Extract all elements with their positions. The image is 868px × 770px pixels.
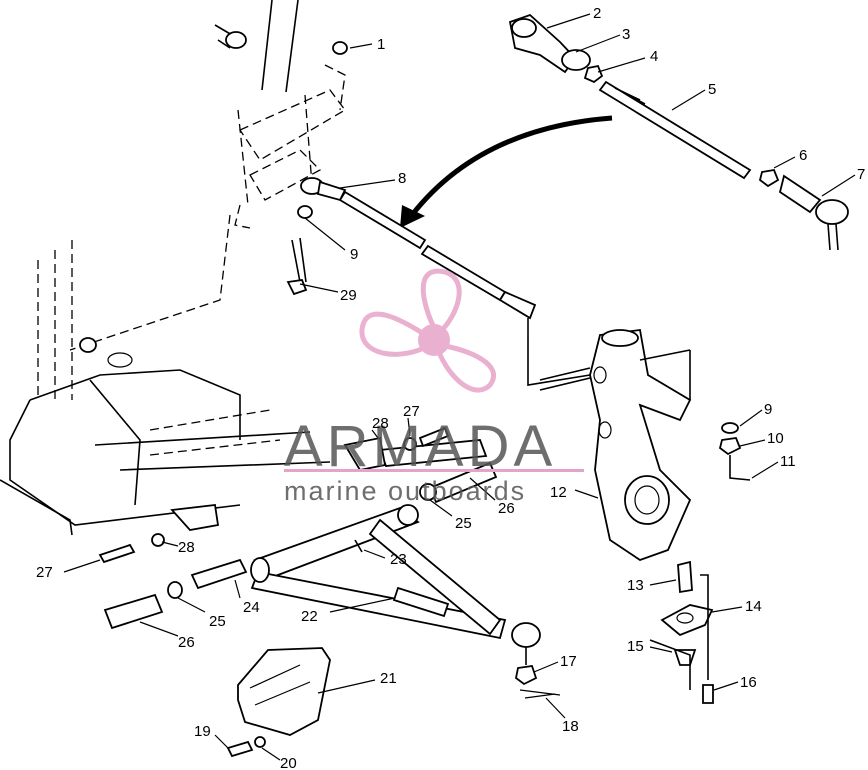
callout-4: 4	[650, 48, 658, 65]
watermark-rule	[284, 469, 584, 472]
bushings-and-bolts	[98, 426, 498, 630]
callout-9-lower: 9	[764, 401, 772, 418]
callout-25-left: 25	[209, 613, 226, 630]
direction-arrow	[400, 115, 613, 228]
callout-21: 21	[380, 670, 397, 687]
callout-12: 12	[550, 484, 567, 501]
a-arm	[250, 504, 541, 665]
knuckle-hardware	[649, 422, 751, 704]
callout-26-left: 26	[178, 634, 195, 651]
callout-1: 1	[377, 36, 385, 53]
callout-19: 19	[194, 723, 211, 740]
callout-28-left: 28	[178, 539, 195, 556]
propeller-icon	[359, 268, 496, 393]
watermark-subtitle: marine outboards	[284, 476, 526, 506]
callout-24: 24	[243, 599, 260, 616]
watermark-title: ARMADA	[284, 414, 556, 479]
spindle-knuckle	[527, 329, 692, 561]
callout-27-left: 27	[36, 564, 53, 581]
callout-22: 22	[301, 608, 318, 625]
callout-9-upper: 9	[350, 246, 358, 263]
callout-10: 10	[767, 430, 784, 447]
callout-3: 3	[622, 26, 630, 43]
tie-rod-assembly	[508, 13, 849, 251]
lower-tie-rod	[286, 177, 537, 335]
callout-7: 7	[857, 166, 865, 183]
callout-labels: 1 2 3 4 5 6 7 8 9 9 10 11 12 13 14 15 16…	[36, 5, 865, 770]
callout-14: 14	[745, 598, 762, 615]
watermark: ARMADA marine outboards	[284, 268, 584, 506]
callout-27-right: 27	[403, 403, 420, 420]
callout-25-right: 25	[455, 515, 472, 532]
callout-6: 6	[799, 147, 807, 164]
callout-15: 15	[627, 638, 644, 655]
leader-lines	[63, 13, 856, 761]
callout-8: 8	[398, 170, 406, 187]
callout-17: 17	[560, 653, 577, 670]
callout-2: 2	[593, 5, 601, 22]
callout-28-right: 28	[372, 415, 389, 432]
callout-11: 11	[780, 453, 796, 470]
callout-23: 23	[390, 551, 407, 568]
callout-29: 29	[340, 287, 357, 304]
frame-chassis	[0, 214, 331, 536]
skid-guard	[226, 647, 561, 758]
callout-18: 18	[562, 718, 579, 735]
callout-16: 16	[740, 674, 757, 691]
callout-13: 13	[627, 577, 644, 594]
callout-26-right: 26	[498, 500, 515, 517]
callout-20: 20	[280, 755, 297, 770]
steering-post-assembly	[214, 0, 348, 229]
callout-5: 5	[708, 81, 716, 98]
